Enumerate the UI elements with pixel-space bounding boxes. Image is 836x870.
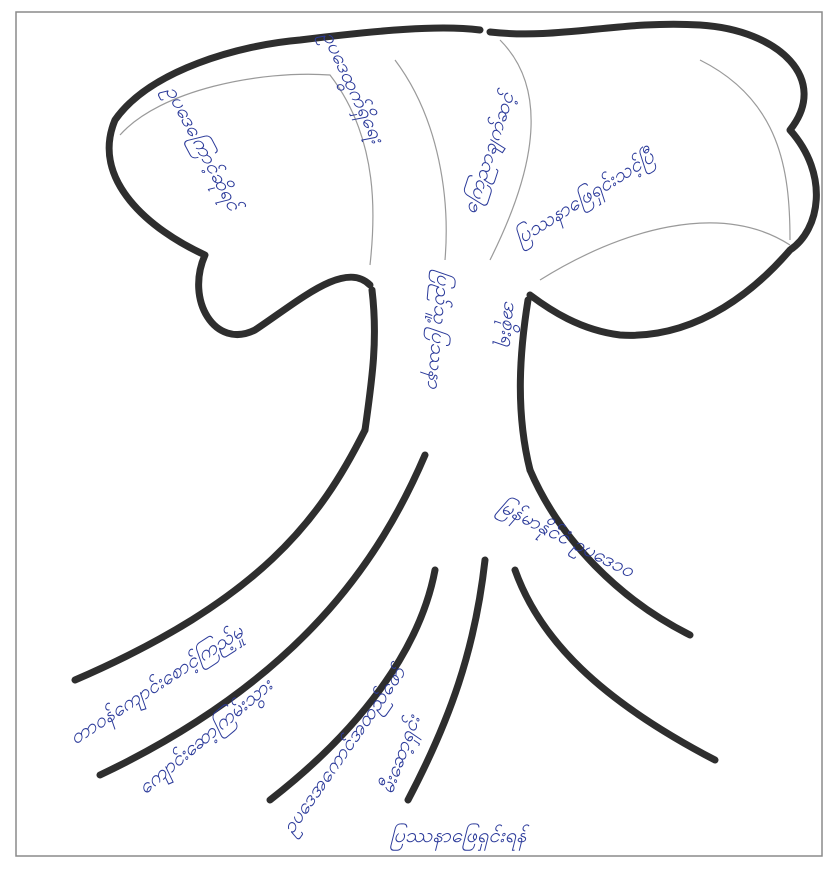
trunk-left-edge (365, 290, 374, 430)
root-label-4: မီးဆော့ရှင်း (374, 710, 429, 798)
trunk-label-2: အစိုးရ (492, 299, 524, 348)
crown-inner-line-2 (395, 60, 446, 260)
crown-inner-line-5 (540, 223, 790, 280)
crown-inner-line-4 (700, 60, 790, 240)
root-2 (100, 455, 425, 775)
crown-label-1: ဥပဒေကြောင့်ဆိုရင် (157, 80, 249, 219)
crown-label-4: ပြဿနာဖြေရှင်းသင့်ပြီ (510, 143, 662, 252)
root-3 (270, 570, 435, 800)
root-4 (408, 560, 485, 800)
trunk-label-1: ပြည်သူ့ပြဿနာ (419, 269, 457, 390)
footer-label: ပြဿနာဖြေရှင်းရန် (390, 823, 530, 851)
root-5 (515, 570, 715, 760)
crown-inner-line-1 (120, 74, 373, 265)
crown-label-2: ဥပဒေထွက်ရှိရေး (313, 26, 391, 150)
crown-label-3: ကြေညာချက်ဆင့် (457, 86, 524, 218)
